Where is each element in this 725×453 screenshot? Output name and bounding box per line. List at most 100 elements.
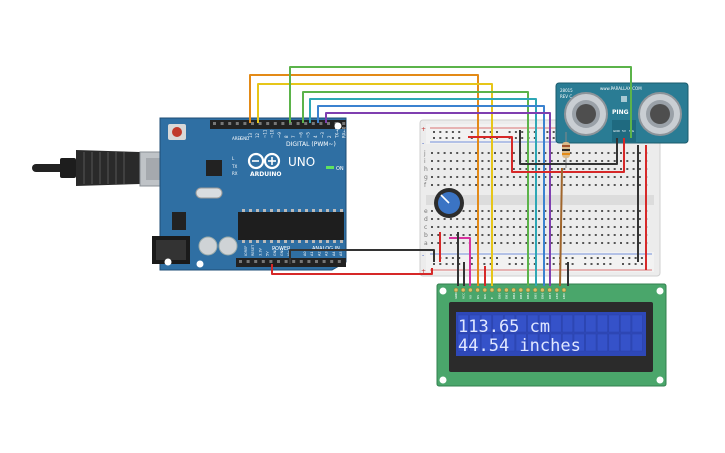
digital-pin-label: ~5 (306, 132, 311, 138)
voltage-regulator (172, 212, 186, 230)
row-letter-h: h (424, 166, 428, 173)
lcd-pin-label: DB0 (497, 293, 501, 299)
sensor-pin-label-5v: 5V (622, 129, 627, 133)
lcd-pin-label: E (490, 297, 494, 299)
rail-plus-label-bottom: + (421, 268, 426, 275)
sensor-transducer-left (564, 92, 608, 136)
wire-red-sensor-5v[interactable] (468, 136, 625, 173)
row-letter-i: i (424, 158, 426, 165)
tx-led-label: TX (231, 164, 237, 169)
digital-pin-label: 2 (327, 135, 332, 138)
digital-pin-label: TX→1 (334, 126, 339, 139)
wire-teal-pin4[interactable] (309, 98, 537, 150)
reset-button[interactable] (168, 124, 186, 140)
digital-pin-label: ~11 (262, 129, 267, 138)
wire-orange-pin12[interactable] (249, 74, 479, 160)
lcd-pin-label: DB2 (512, 293, 516, 299)
rail-minus-label-bottom: - (422, 252, 424, 259)
lcd-pin-label: DB4 (526, 293, 530, 299)
analog-pin-label: A4 (332, 251, 336, 256)
power-pin-label: 5V (266, 251, 270, 256)
row-letter-e: e (424, 208, 428, 215)
breadboard-holes (431, 131, 648, 265)
lcd-character-cells (457, 314, 643, 352)
power-pin-label: GND (273, 248, 277, 256)
lcd-line-2: 44.54 inches (458, 336, 581, 356)
rail-plus-label: + (421, 126, 426, 133)
row-letter-a: a (424, 240, 428, 247)
wire-blue-pin3[interactable] (317, 105, 545, 150)
sensor-transducer-right (638, 92, 682, 136)
wire-green-pin5[interactable] (302, 91, 529, 150)
digital-header-label: DIGITAL (PWM~) (286, 141, 336, 148)
digital-pin-label: ~6 (298, 132, 303, 138)
digital-pin-label: 7 (291, 135, 296, 138)
wire-brown-backlight[interactable] (559, 167, 563, 287)
power-pin-label: RESET (251, 244, 255, 256)
arduino-logo (247, 152, 281, 170)
lcd-pin-label: DB1 (505, 293, 509, 299)
header-holes (213, 122, 346, 263)
analog-pin-label: A3 (325, 251, 329, 256)
row-letter-c: c (424, 224, 427, 231)
lcd-pin-label: DB6 (541, 293, 545, 299)
lcd-pin-label: RS (476, 295, 480, 299)
row-letter-b: b (424, 232, 428, 239)
sensor-name-label: PING (612, 109, 629, 116)
digital-pin-label: 13 (248, 132, 253, 138)
sensor-rev-label: REV C (560, 94, 572, 99)
on-led (326, 166, 334, 169)
row-letter-j: j (423, 150, 426, 157)
wire-purple-pin2[interactable] (325, 112, 551, 150)
sensor-pin-label-gnd: GND (613, 129, 621, 133)
sensor-maker-label: www.PARALLAX.COM (600, 86, 642, 91)
digital-pin-label: RX←0 (342, 126, 347, 138)
power-jack[interactable] (152, 236, 190, 264)
wire-magenta-pot-wiper[interactable] (449, 237, 471, 286)
digital-pin-label: ~10 (270, 129, 275, 138)
arduino-uno-board[interactable]: ARDUINO UNO DIGITAL (PWM~) AREF GND ON T… (152, 117, 347, 271)
breadboard-row-letters: j i h g f e d c b a + - - + (421, 126, 428, 275)
lcd-pin-label: V0 (469, 295, 473, 299)
wire-black-arduino-gnd[interactable] (289, 249, 435, 264)
lcd-pin-label: DB5 (533, 293, 537, 299)
on-led-label: ON (336, 166, 344, 172)
digital-pin-label: 12 (255, 132, 260, 138)
arduino-brand-label: ARDUINO (250, 171, 281, 178)
digital-pin-label: 4 (313, 135, 318, 138)
analog-pin-label: A2 (317, 251, 321, 256)
digital-pin-label: 8 (284, 135, 289, 138)
l-led-label: L (232, 156, 235, 161)
power-header-label: POWER (272, 246, 291, 252)
power-pin-label: GND (280, 248, 284, 256)
ping-ultrasonic-sensor[interactable]: PING www.PARALLAX.COM 28015 REV C GND 5V… (555, 82, 689, 144)
resistor[interactable] (562, 132, 570, 168)
aref-label: AREF (232, 136, 243, 141)
rail-minus-label: - (422, 140, 424, 147)
gnd-label: GND (240, 136, 249, 141)
lcd-pin-label: LED (555, 292, 559, 299)
row-letter-d: d (424, 216, 428, 223)
analog-pin-label: A0 (303, 251, 307, 256)
lcd-pin-label: RW (483, 294, 487, 299)
arduino-model-label: UNO (288, 155, 315, 169)
lcd-pin-label: GND (454, 291, 458, 299)
lcd-pin-label: DB3 (519, 293, 523, 299)
analog-pin-label: A1 (310, 251, 314, 256)
usb-chip (206, 160, 222, 176)
power-pin-label: 3.3V (258, 247, 262, 256)
lcd-pin-label: DB7 (548, 293, 552, 299)
rx-led-label: RX (232, 171, 238, 176)
wire-red-arduino-5v[interactable] (271, 264, 433, 275)
wire-green-pin7[interactable] (289, 66, 632, 138)
analog-pin-label: A5 (339, 251, 343, 256)
wire-black-sensor-gnd[interactable] (519, 130, 618, 165)
potentiometer[interactable] (434, 188, 464, 218)
wire-yellow-pin11[interactable] (257, 83, 493, 160)
digital-pin-label: ~9 (277, 132, 282, 138)
digital-pin-label: ~3 (320, 132, 325, 138)
